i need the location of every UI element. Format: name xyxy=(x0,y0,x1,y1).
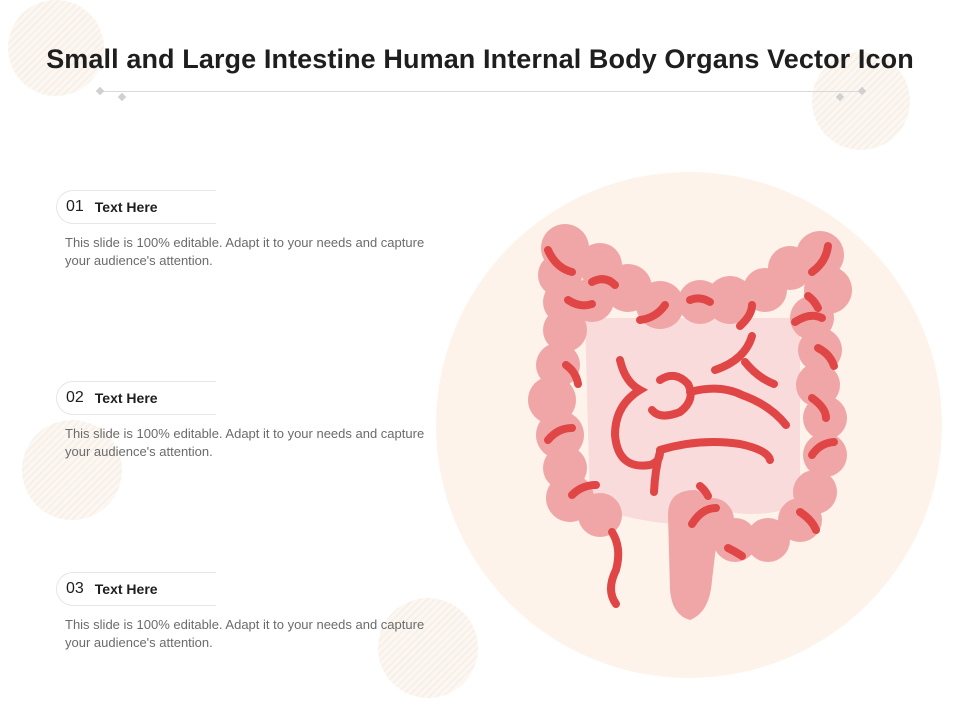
title-divider xyxy=(95,86,867,102)
decorative-circle xyxy=(8,0,104,96)
item-header: 03 Text Here xyxy=(56,572,216,606)
list-item-1: 01 Text Here This slide is 100% editable… xyxy=(56,190,456,270)
list-item-3: 03 Text Here This slide is 100% editable… xyxy=(56,572,456,652)
item-description: This slide is 100% editable. Adapt it to… xyxy=(65,617,425,650)
item-description: This slide is 100% editable. Adapt it to… xyxy=(65,235,425,268)
list-item-2: 02 Text Here This slide is 100% editable… xyxy=(56,381,456,461)
item-label: Text Here xyxy=(94,199,158,215)
slide-title: Small and Large Intestine Human Internal… xyxy=(46,44,914,74)
decorative-circle xyxy=(22,420,122,520)
item-number: 03 xyxy=(66,580,84,597)
intestine-icon xyxy=(436,172,942,678)
item-label: Text Here xyxy=(94,581,158,597)
item-header: 01 Text Here xyxy=(56,190,216,224)
item-label: Text Here xyxy=(94,390,158,406)
item-number: 02 xyxy=(66,389,84,406)
divider-dot xyxy=(117,92,127,102)
item-header: 02 Text Here xyxy=(56,381,216,415)
item-number: 01 xyxy=(66,198,84,215)
divider-dot xyxy=(95,86,105,96)
decorative-circle xyxy=(378,598,478,698)
decorative-circle xyxy=(812,52,910,150)
item-description: This slide is 100% editable. Adapt it to… xyxy=(65,426,425,459)
